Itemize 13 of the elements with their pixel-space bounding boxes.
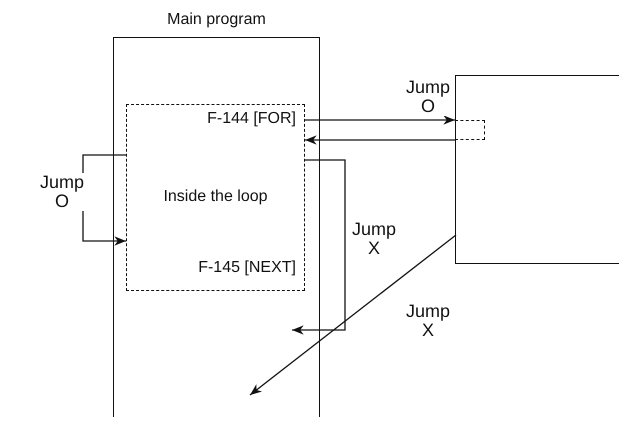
arrow — [305, 135, 455, 145]
arrow — [250, 234, 456, 396]
edge-label: Jump O — [406, 78, 450, 116]
instruction-text: F-145 [NEXT] — [198, 259, 296, 277]
call-point-box — [455, 120, 485, 140]
block-heading: Main program — [167, 11, 266, 29]
edge-label: Jump O — [40, 173, 84, 211]
arrow — [292, 159, 346, 335]
loop-block — [126, 104, 305, 291]
arrow — [305, 115, 455, 125]
block-text: Inside the loop — [163, 188, 268, 206]
subroutine-block — [455, 75, 619, 264]
instruction-text: F-144 [FOR] — [207, 110, 296, 128]
